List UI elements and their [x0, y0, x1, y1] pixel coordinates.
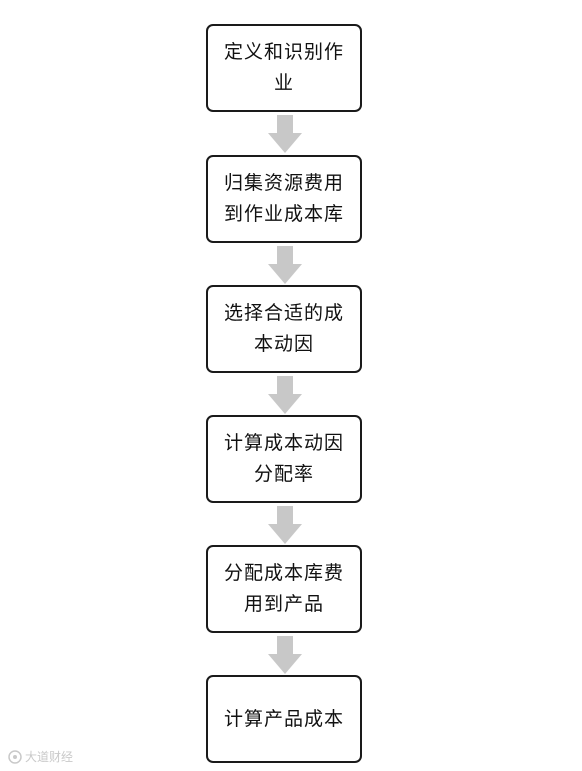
- down-arrow-icon: [268, 115, 302, 153]
- flow-step-label: 定义和识别作业: [223, 41, 344, 94]
- flow-step-1: 定义和识别作业: [206, 24, 362, 112]
- flow-step-label: 选择合适的成本动因: [223, 302, 344, 355]
- down-arrow-icon: [268, 246, 302, 284]
- watermark: 大道财经: [8, 748, 73, 765]
- flow-step-6: 计算产品成本: [206, 675, 362, 763]
- down-arrow-icon: [268, 376, 302, 414]
- down-arrow-icon: [268, 506, 302, 544]
- flow-step-5: 分配成本库费用到产品: [206, 545, 362, 633]
- flow-step-3: 选择合适的成本动因: [206, 285, 362, 373]
- flow-step-label: 计算产品成本: [223, 707, 344, 730]
- watermark-logo-icon: [8, 749, 22, 764]
- watermark-text: 大道财经: [25, 750, 74, 764]
- flow-step-label: 归集资源费用到作业成本库: [223, 172, 344, 225]
- flow-step-4: 计算成本动因分配率: [206, 415, 362, 503]
- down-arrow-icon: [268, 636, 302, 674]
- flow-step-label: 分配成本库费用到产品: [223, 562, 344, 615]
- flow-step-2: 归集资源费用到作业成本库: [206, 155, 362, 243]
- flow-step-label: 计算成本动因分配率: [223, 432, 344, 485]
